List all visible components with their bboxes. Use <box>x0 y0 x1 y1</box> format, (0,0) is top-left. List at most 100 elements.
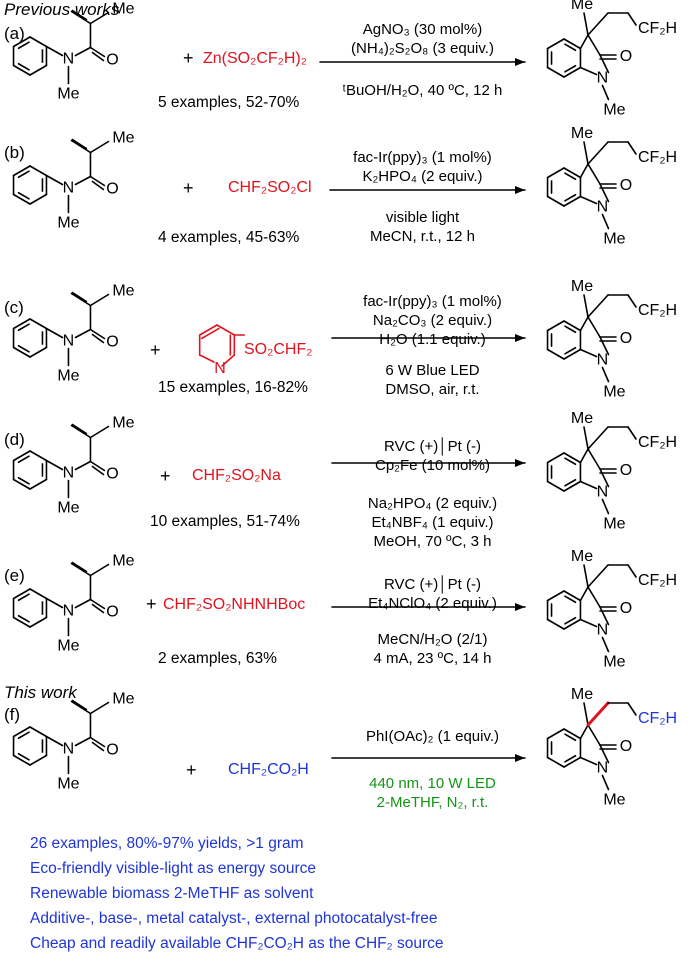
bond <box>601 774 610 791</box>
ring-bond <box>546 728 565 740</box>
condition-line: MeCN, r.t., 12 h <box>369 228 476 245</box>
plus-sign: + <box>183 178 194 198</box>
feature-line: Renewable biomass 2-MeTHF as solvent <box>30 885 314 902</box>
bond <box>599 54 610 74</box>
ch2-bond <box>627 564 637 578</box>
bond <box>71 138 88 150</box>
ring-bond <box>29 616 48 628</box>
bond <box>583 294 589 318</box>
ch2-bond <box>587 426 609 450</box>
feature-line: Cheap and readily available CHF₂CO₂H as … <box>30 935 444 952</box>
ring-bond <box>29 318 48 330</box>
bond <box>599 336 610 356</box>
nitrogen-atom: N <box>597 760 609 777</box>
conditions-c-above: fac-Ir(ppy)₃ (1 mol%) Na₂CO₃ (2 equiv.) … <box>325 292 540 349</box>
bond <box>89 563 110 577</box>
bond <box>45 174 64 186</box>
conditions-b-above: fac-Ir(ppy)₃ (1 mol%) K₂HPO₄ (2 equiv.) <box>315 148 530 186</box>
condition-line: Na₂CO₃ (2 equiv.) <box>372 312 493 329</box>
ring-bond <box>546 756 565 768</box>
ring-bond <box>546 66 565 78</box>
methyl-label: Me <box>57 638 79 655</box>
ch2-bond <box>627 702 637 716</box>
bond <box>89 460 106 472</box>
ring-bond <box>546 348 565 360</box>
ring-bond <box>563 195 582 207</box>
bond <box>583 12 589 36</box>
conditions-e-above: RVC (+)│Pt (-) Et₄NClO₄ (2 equiv.) <box>325 575 540 613</box>
this-work-heading: This work <box>4 683 77 702</box>
cf2h-label: CF₂H <box>638 434 677 451</box>
ring-double-bond <box>17 455 30 464</box>
ring-bond <box>29 588 48 600</box>
ch2-bond <box>627 294 637 308</box>
bond <box>71 561 88 573</box>
reagent-a: Zn(SO₂CF₂H)₂ <box>203 50 307 67</box>
condition-line: fac-Ir(ppy)₃ (1 mol%) <box>363 293 502 310</box>
bond <box>74 175 92 186</box>
bond <box>74 328 92 339</box>
condition-line: H₂O (1.1 equiv.) <box>379 331 486 348</box>
methyl-label: Me <box>112 553 134 570</box>
oxygen-atom: O <box>620 462 632 479</box>
bond <box>579 66 598 76</box>
ring-bond <box>563 728 582 740</box>
examples-d: 10 examples, 51-74% <box>150 513 300 530</box>
bond <box>91 333 105 344</box>
examples-e: 2 examples, 63% <box>158 650 277 667</box>
ring-bond <box>563 38 582 50</box>
reagent-e: CHF₂SO₂NHNHBoc <box>163 596 306 613</box>
reaction-arrow-head <box>515 603 525 611</box>
cf2h-label: CF₂H <box>638 572 677 589</box>
plus-sign: + <box>160 466 171 486</box>
nitrogen-atom: N <box>597 622 609 639</box>
condition-line: MeOH, 70 ºC, 3 h <box>373 533 492 550</box>
label-a: (a) <box>4 24 25 43</box>
bond <box>89 736 106 748</box>
ch2-bond <box>586 701 610 727</box>
ring-bond <box>12 36 31 48</box>
pyridine-bond <box>198 354 215 363</box>
ring-double-bond <box>564 478 577 487</box>
previous-works-heading: Previous works <box>4 0 120 19</box>
bond <box>583 702 589 726</box>
condition-line: 2-MeTHF, N₂, r.t. <box>376 794 489 811</box>
condition-line: PhI(OAc)₂ (1 equiv.) <box>365 728 500 745</box>
ring-bond <box>29 165 48 177</box>
ring-bond <box>12 478 31 490</box>
condition-line: Cp₂Fe (10 mol%) <box>374 457 491 474</box>
methyl-label: Me <box>603 384 625 401</box>
conditions-a-above: AgNO₃ (30 mol%) (NH₄)₂S₂O₈ (3 equiv.) <box>315 20 530 58</box>
ring-double-bond <box>17 191 30 200</box>
reaction-arrow-head <box>515 459 525 467</box>
nitrogen-atom: N <box>597 352 609 369</box>
ring-double-bond <box>17 41 30 50</box>
bond <box>587 163 601 185</box>
oxygen-atom: O <box>106 334 118 351</box>
bond <box>74 460 92 471</box>
feature-line: 26 examples, 80%-97% yields, >1 gram <box>30 835 304 852</box>
ring-double-bond <box>17 344 30 353</box>
bond <box>89 140 110 154</box>
methyl-label: Me <box>57 500 79 517</box>
ring-bond <box>29 450 48 462</box>
ring-bond <box>12 726 31 738</box>
ring-bond <box>12 588 31 600</box>
pyridine-nitrogen: N <box>214 360 226 377</box>
nitrogen-atom: N <box>597 199 609 216</box>
oxygen-atom: O <box>620 330 632 347</box>
bond <box>89 328 106 340</box>
condition-line: Et₄NClO₄ (2 equiv.) <box>368 595 497 612</box>
oxygen-atom: O <box>106 181 118 198</box>
label-b: (b) <box>4 143 25 162</box>
bond <box>601 636 610 653</box>
ring-double-bond <box>564 64 577 73</box>
conditions-f-above: PhI(OAc)₂ (1 equiv.) <box>325 727 540 746</box>
methyl-label: Me <box>571 548 593 565</box>
bond <box>89 11 110 25</box>
nitrogen-atom: N <box>597 484 609 501</box>
ring-bond <box>12 754 31 766</box>
label-d: (d) <box>4 430 25 449</box>
bond <box>587 448 601 470</box>
ring-bond <box>12 193 31 205</box>
